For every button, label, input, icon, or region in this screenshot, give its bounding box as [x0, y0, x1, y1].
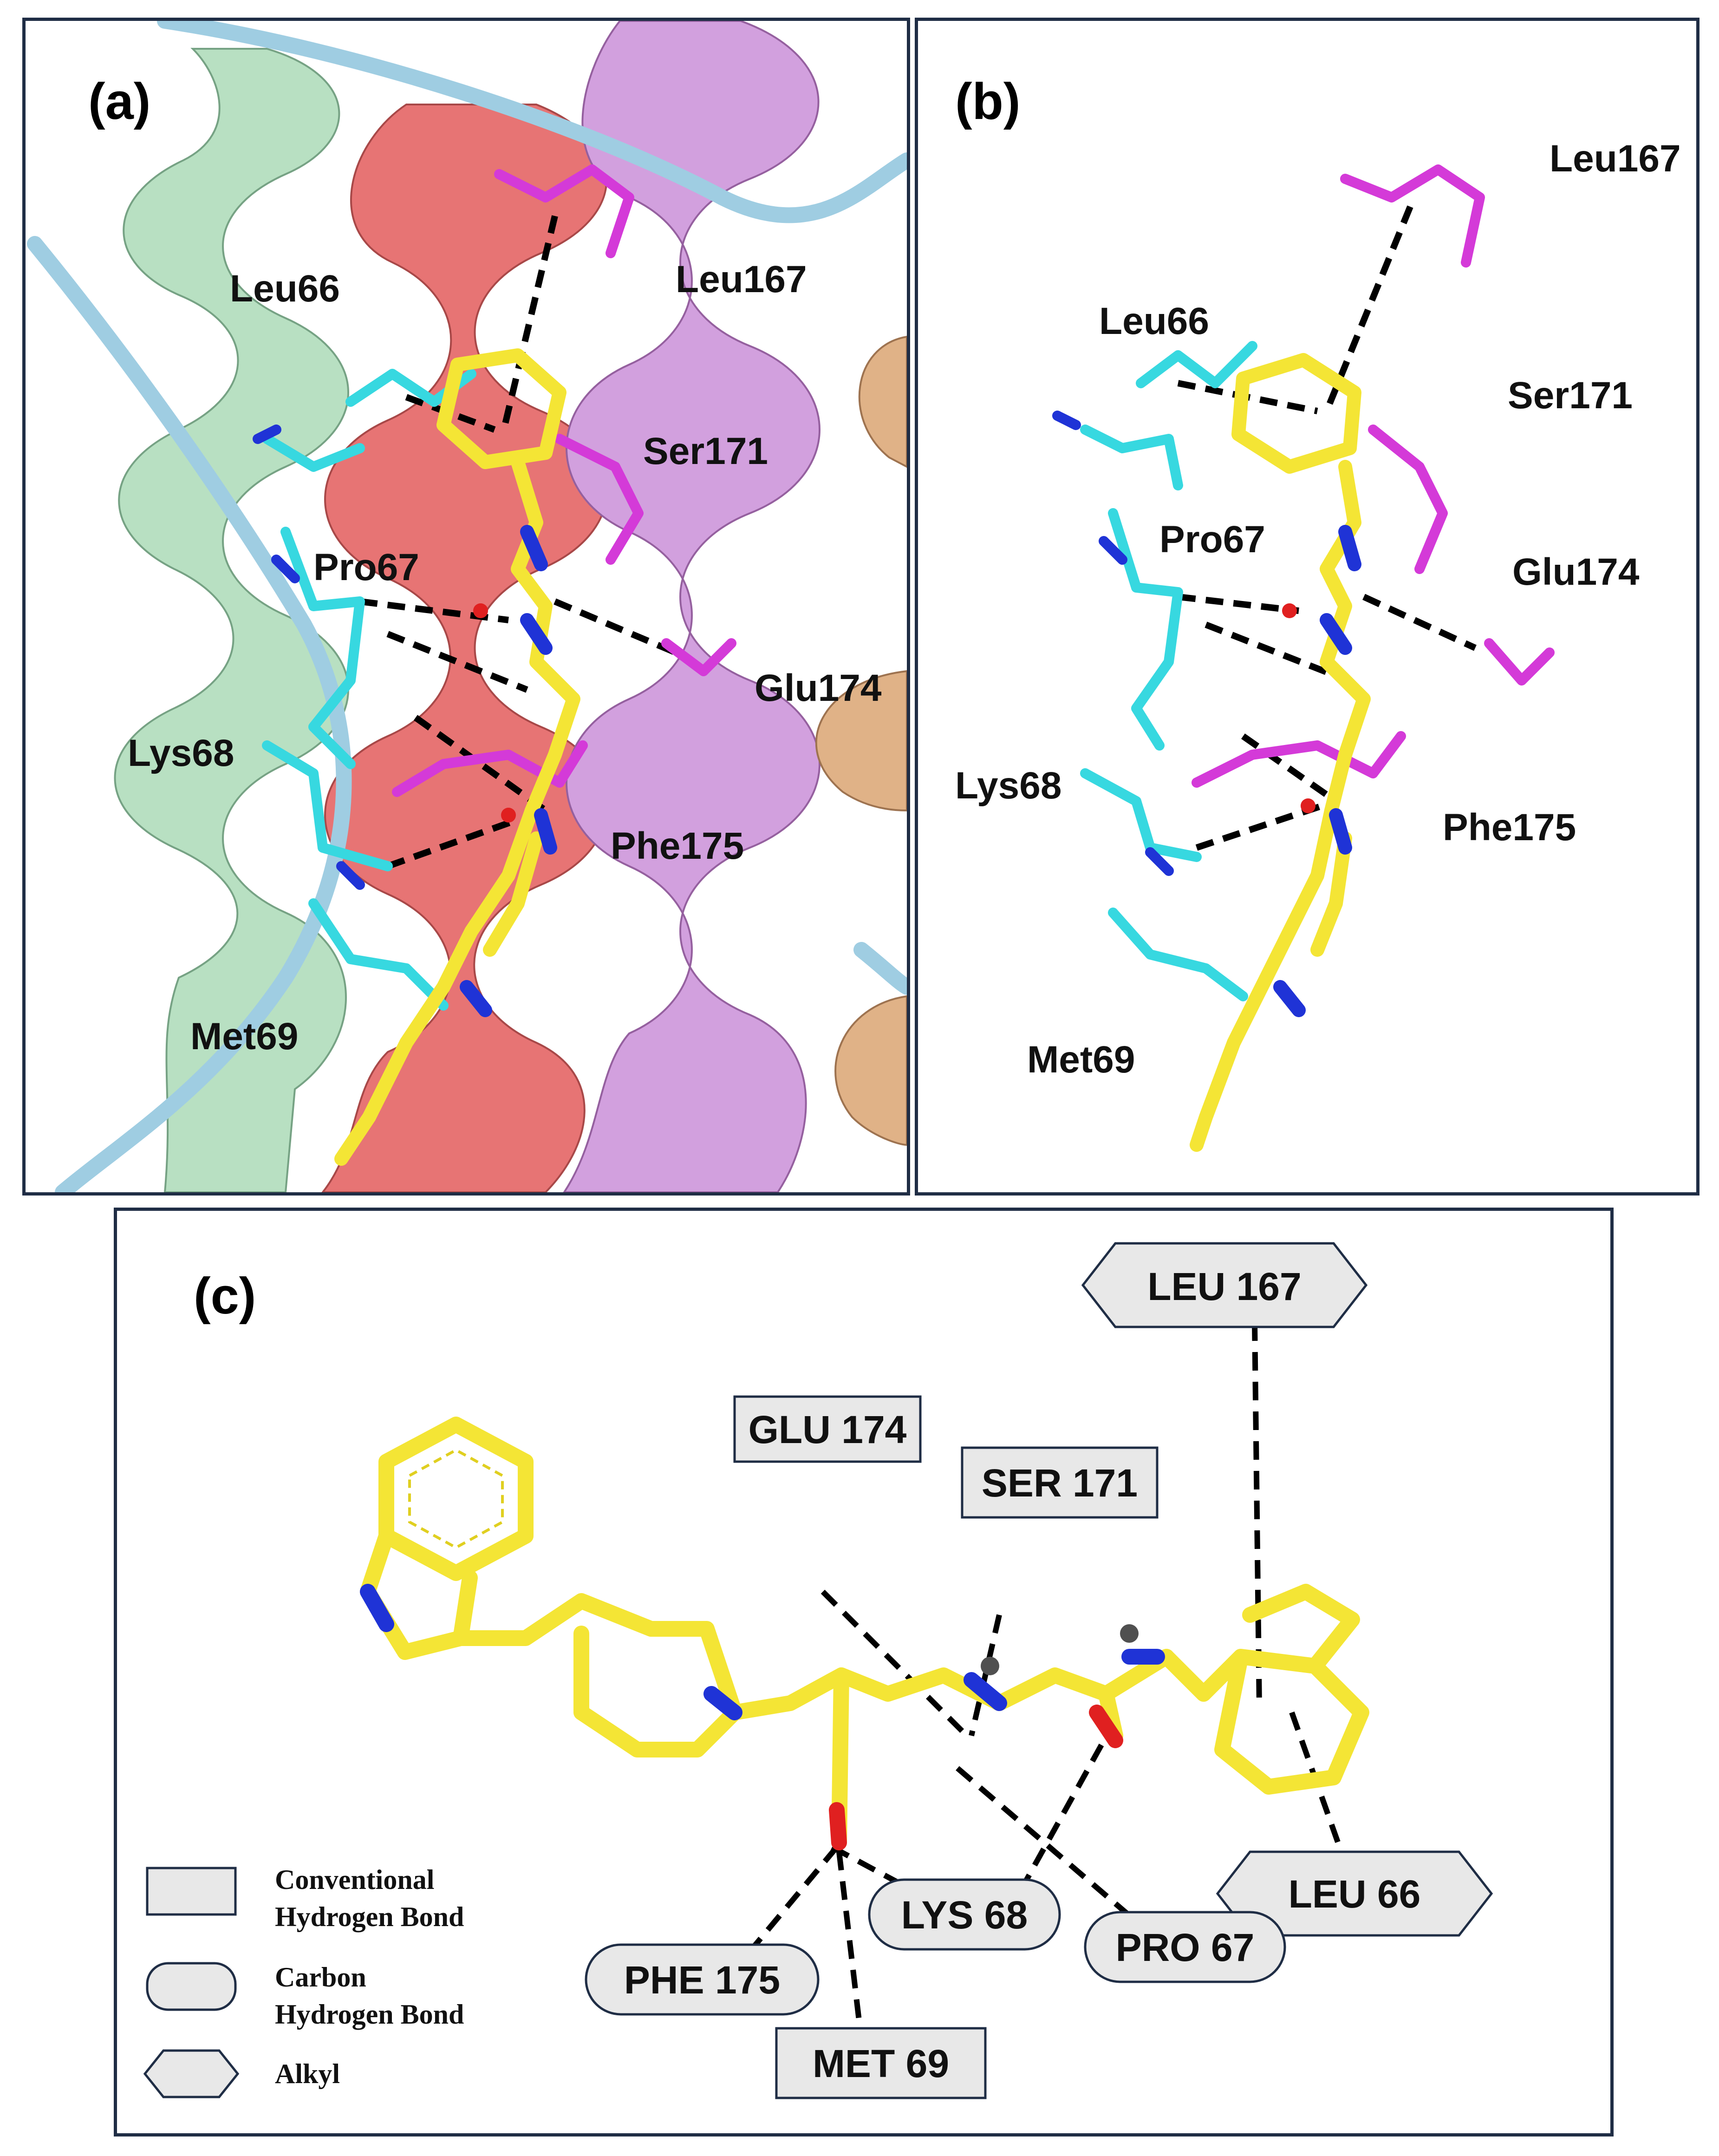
- ligand-heteroatoms-c: [360, 1584, 1165, 1850]
- magenta-residues-b: [1192, 164, 1555, 788]
- node-phe-175: PHE 175: [585, 1943, 820, 2016]
- node-pro-67-label: PRO 67: [1116, 1926, 1255, 1969]
- node-glu-174: GLU 174: [733, 1395, 922, 1463]
- helix-green: [114, 48, 349, 1192]
- panel-b-structure: [1052, 164, 1555, 1152]
- interaction-lines-c: [742, 1322, 1346, 2029]
- panel-a-glu174: Glu174: [755, 667, 882, 709]
- node-met-69-label: MET 69: [813, 2042, 949, 2085]
- legend-conventional-line2: Hydrogen Bond: [275, 1901, 464, 1932]
- panel-a-leu167: Leu167: [676, 258, 807, 301]
- panel-c-diagram: LEU 167 GLU 174 SER 171 LEU 66 LYS 68 PR…: [143, 1242, 1493, 2099]
- node-leu-167-label: LEU 167: [1147, 1265, 1302, 1308]
- panel-a-leu66: Leu66: [230, 268, 340, 310]
- helix-red: [321, 104, 608, 1192]
- helix-tan: [815, 335, 907, 1146]
- legend-alkyl-text: Alkyl: [275, 2058, 340, 2089]
- panel-a-label: (a): [88, 73, 151, 130]
- panel-c-label: (c): [194, 1267, 256, 1325]
- node-lys-68: LYS 68: [868, 1878, 1061, 1951]
- ligand-heteroatoms-b: [1273, 525, 1361, 1017]
- panel-a-pro67: Pro67: [313, 546, 419, 588]
- blue-atoms-a: [253, 425, 365, 890]
- legend-conventional-text: Conventional Hydrogen Bond: [275, 1861, 464, 1935]
- ligand-hydrogens-c: [981, 1624, 1139, 1675]
- panel-a-lys68: Lys68: [128, 732, 234, 774]
- cyan-residues-b: [1080, 341, 1257, 1001]
- panel-b-leu66: Leu66: [1099, 300, 1209, 342]
- legend-conventional-swatch: [146, 1867, 237, 1916]
- panel-b-met69: Met69: [1027, 1039, 1135, 1081]
- node-leu-66: LEU 66: [1216, 1850, 1493, 1937]
- node-ser-171: SER 171: [961, 1446, 1159, 1519]
- panel-c: LEU 167 GLU 174 SER 171 LEU 66 LYS 68 PR…: [114, 1208, 1614, 2136]
- ligand-heteroatoms-a: [460, 525, 557, 1017]
- panel-b-label: (b): [955, 73, 1021, 130]
- node-phe-175-label: PHE 175: [624, 1958, 780, 2002]
- panel-b-leu167: Leu167: [1550, 137, 1681, 180]
- panel-a-phe175: Phe175: [611, 825, 744, 867]
- ligand-inner-ring: [408, 1448, 504, 1549]
- panel-a: (a) Leu167 Leu66 Ser171 Pro67 Glu174 Lys…: [22, 18, 910, 1196]
- panel-b-phe175: Phe175: [1443, 806, 1576, 849]
- panel-a-structure: [27, 21, 907, 1192]
- node-met-69: MET 69: [775, 2027, 987, 2099]
- legend-alkyl-swatch: [143, 2049, 240, 2098]
- panel-a-ser171: Ser171: [643, 430, 768, 472]
- blue-atoms-b: [1052, 411, 1174, 876]
- legend-carbon-text: Carbon Hydrogen Bond: [275, 1959, 464, 2033]
- magenta-residues: [392, 164, 736, 797]
- panel-a-met69: Met69: [190, 1015, 299, 1058]
- panel-b: (b) Leu167 Leu66 Ser171 Pro67 Glu174 Lys…: [915, 18, 1699, 1196]
- legend-carbon-line2: Hydrogen Bond: [275, 1999, 464, 2030]
- panel-b-pro67: Pro67: [1159, 518, 1265, 561]
- node-leu-66-label: LEU 66: [1289, 1872, 1421, 1916]
- legend-carbon-line1: Carbon: [275, 1962, 366, 1993]
- legend-conventional-line1: Conventional: [275, 1864, 435, 1895]
- panel-b-ser171: Ser171: [1508, 374, 1633, 417]
- node-lys-68-label: LYS 68: [901, 1893, 1028, 1937]
- panel-b-lys68: Lys68: [955, 764, 1062, 807]
- node-ser-171-label: SER 171: [982, 1461, 1138, 1505]
- node-leu-167: LEU 167: [1081, 1242, 1368, 1328]
- legend-carbon-swatch: [146, 1962, 237, 2011]
- ligand-c: [360, 1417, 1369, 1850]
- node-glu-174-label: GLU 174: [749, 1408, 907, 1451]
- panel-b-glu174: Glu174: [1512, 551, 1640, 593]
- node-pro-67: PRO 67: [1084, 1911, 1286, 1983]
